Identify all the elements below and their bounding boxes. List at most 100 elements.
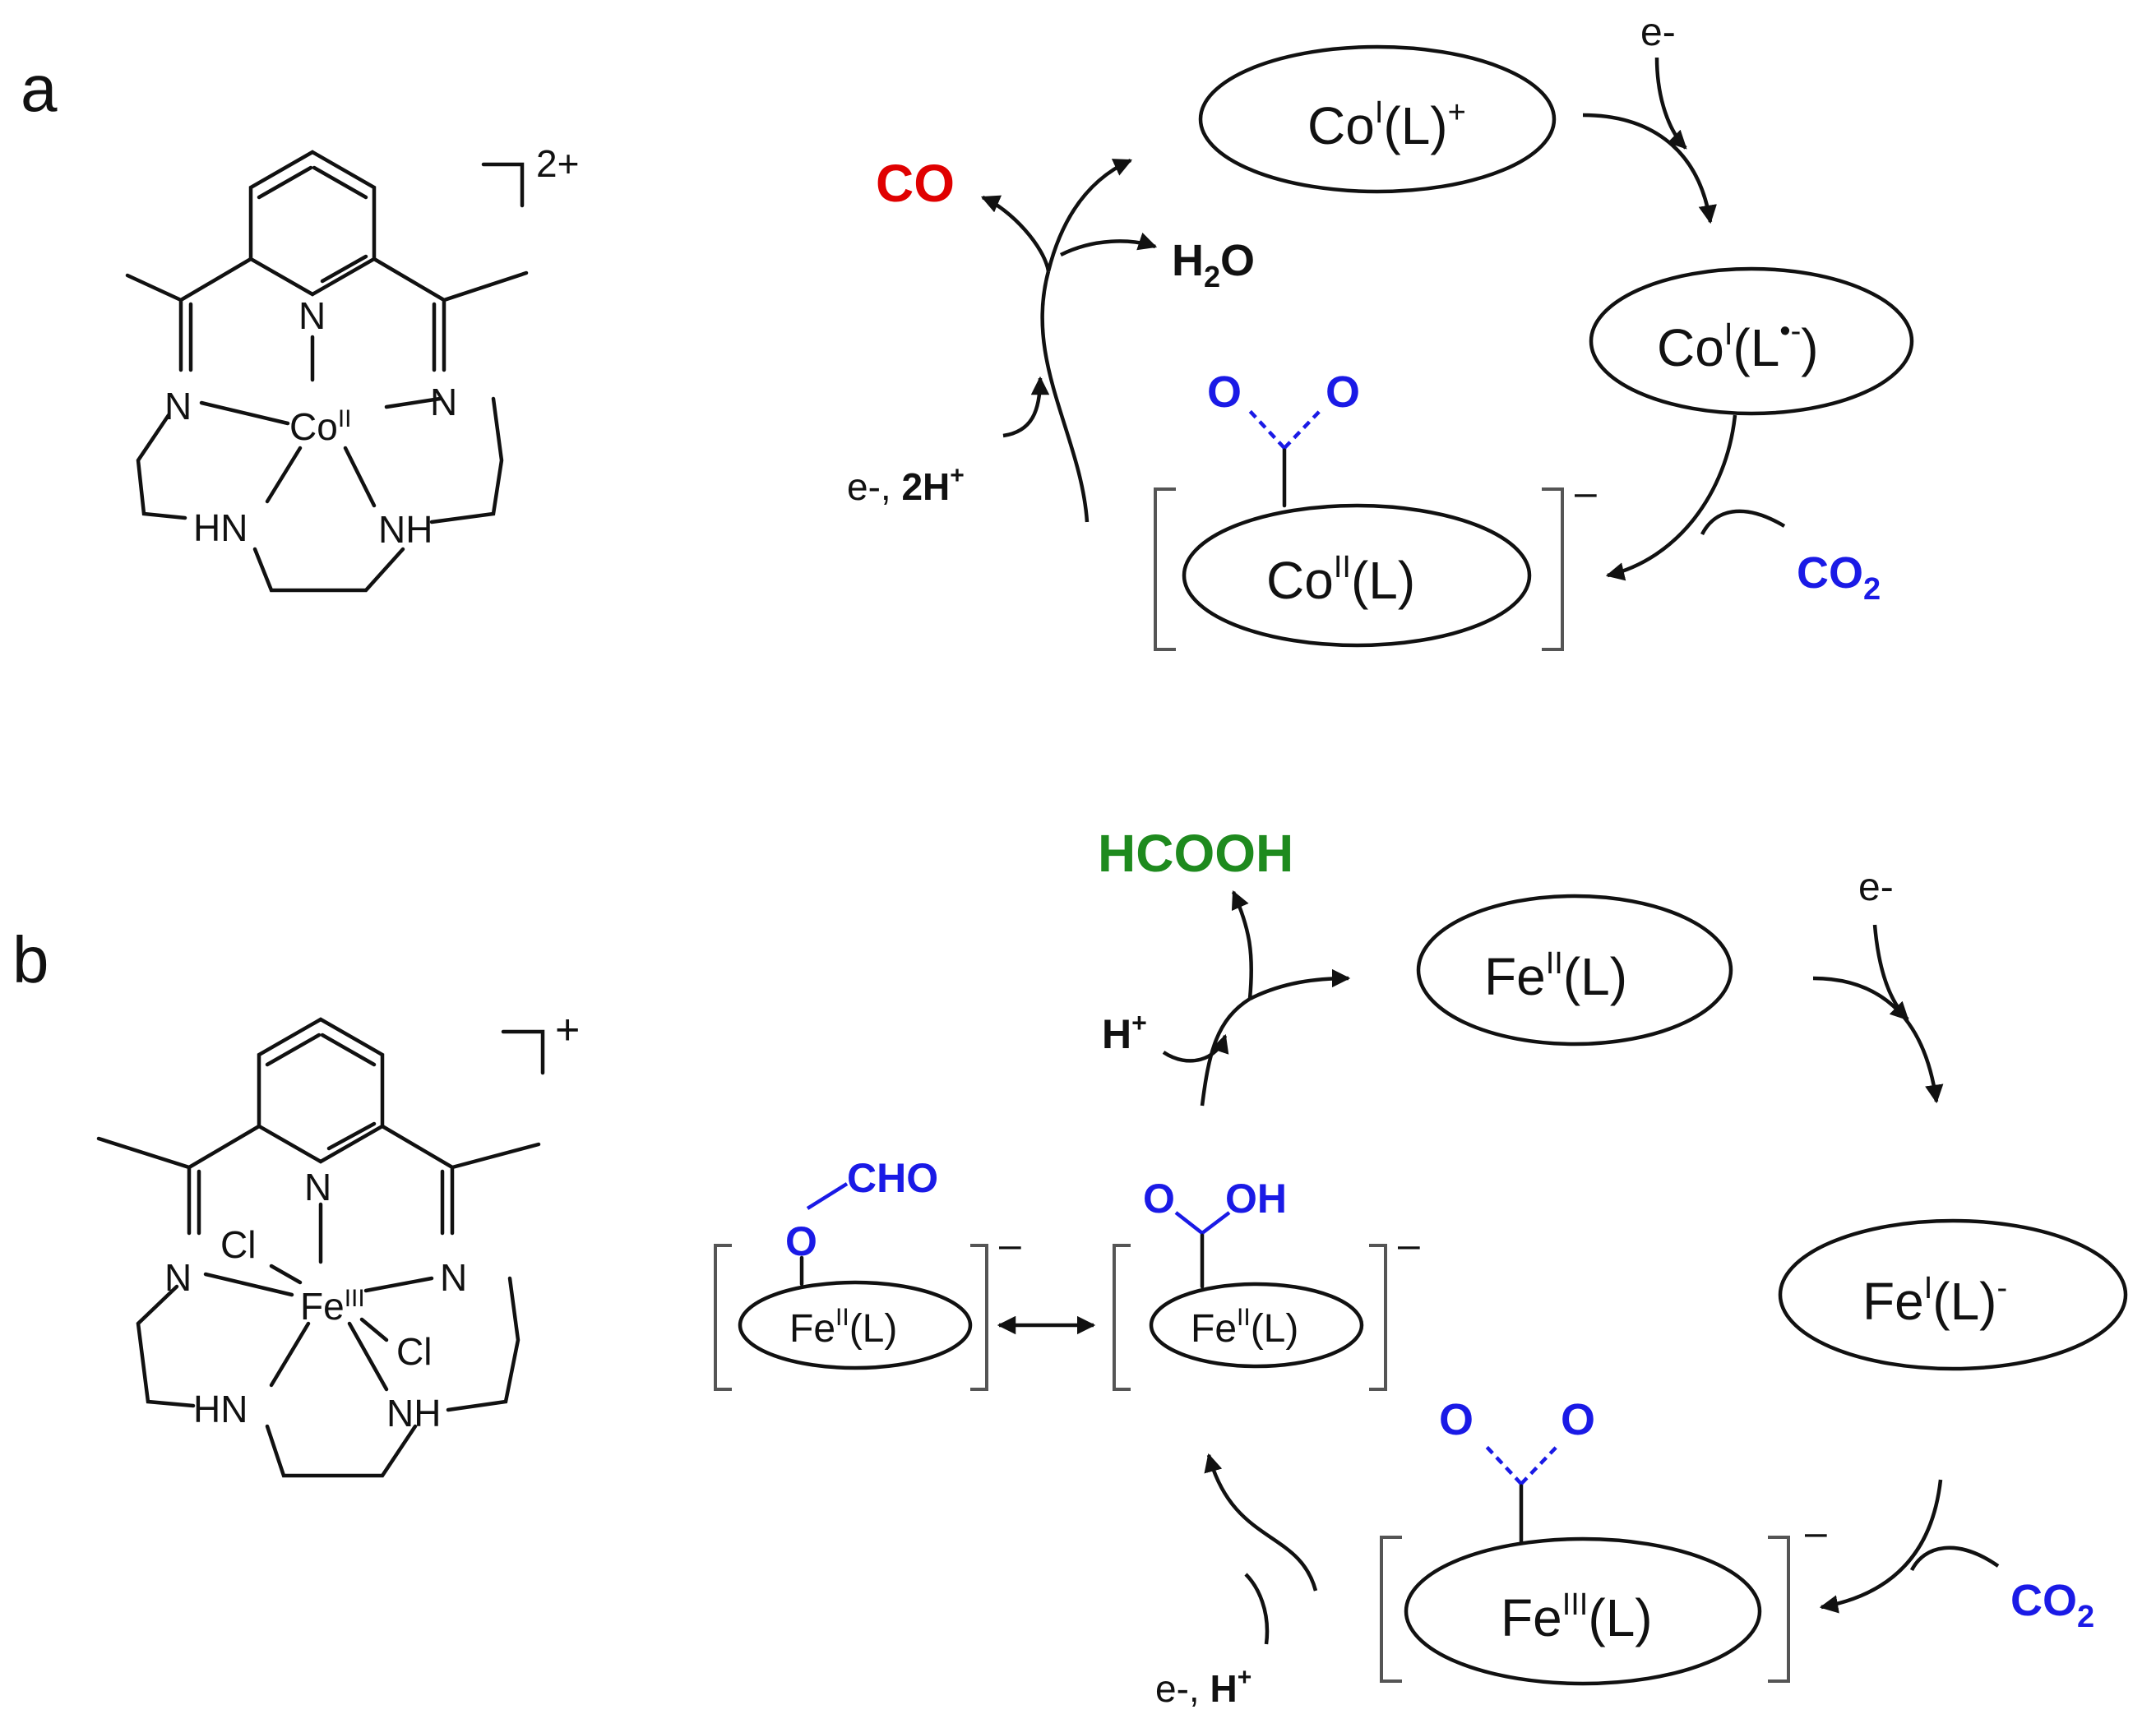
species-fe-ii-ocho: [738, 1280, 973, 1370]
species-fe-ii-cooh-label: FeII(L): [1191, 1304, 1298, 1351]
product-hcooh: HCOOH: [1098, 824, 1293, 883]
hydroxy-bracket-charge: –: [1398, 1223, 1420, 1267]
bracket-left: [1154, 487, 1176, 651]
atom-nh-right: NH: [378, 508, 433, 551]
product-water: H2O: [1172, 236, 1255, 293]
species-co-ii-co2-adduct: [1182, 503, 1532, 648]
product-co: CO: [876, 154, 955, 213]
panel-a-label: a: [21, 52, 58, 125]
arrow-protonation: [1200, 997, 1251, 1107]
arrow-co2-binding: [1819, 1479, 1943, 1614]
arrow-electron-top: [1812, 976, 1944, 1104]
co2-feed-arrow: [1700, 509, 1786, 536]
iron-center-label: FeIII: [300, 1285, 365, 1328]
iron-catalytic-cycle: FeII(L) FeI(L)- – FeIII(L) O O – FeII(L)…: [714, 824, 2128, 1710]
cobalt-complex-structure: N N N HN NH CoII 2+: [125, 142, 579, 593]
atom-hn-left: HN: [193, 1388, 248, 1430]
pyridine-ring-bonds: [248, 150, 377, 297]
reagents-in-arrow: [1244, 1573, 1270, 1645]
species-fe-ii-label: FeII(L): [1484, 946, 1627, 1006]
bracket-right-formate: [970, 1244, 988, 1391]
atom-n-imine-left: N: [164, 1256, 192, 1299]
bracket-right-hydroxy: [1369, 1244, 1387, 1391]
arrow-reduction-protonation: [1040, 270, 1090, 523]
adduct-o-right: O: [1561, 1395, 1595, 1444]
species-fe-ii: [1416, 894, 1733, 1047]
co2-feed-arrow: [1909, 1545, 2000, 1572]
species-fe-ii-ocho-label: FeII(L): [789, 1304, 897, 1351]
imine-and-backbone-bonds: [96, 1124, 541, 1236]
species-fe-i: [1778, 1218, 2128, 1371]
cooh-co-bond: [1174, 1211, 1231, 1235]
bracket-charge: –: [1805, 1511, 1827, 1555]
bracket-right: [1768, 1536, 1790, 1683]
reagents-bottom: e-, H+: [1155, 1664, 1251, 1710]
cobalt-catalytic-cycle: CoI(L)+ CoI(L•-) – CoII(L) O O e- CO2 e-: [847, 11, 1914, 651]
arrow-release-hcooh: [1231, 889, 1254, 1000]
pyridine-inner-double-bonds: [265, 1033, 377, 1151]
atom-n-imine-left: N: [164, 385, 192, 427]
species-co-ii-label: CoII(L): [1266, 550, 1415, 610]
macrocycle-bonds: [136, 1276, 520, 1478]
atom-n-pyridine: N: [298, 294, 326, 337]
adduct-o-left: O: [1207, 367, 1242, 417]
bracket-left: [1380, 1536, 1402, 1683]
co2-label-a: CO2: [1797, 548, 1881, 607]
bracket-right: [1542, 487, 1564, 651]
bracket-charge: –: [1575, 471, 1597, 515]
macrocycle-bonds: [136, 396, 504, 593]
bound-co2: O O: [1207, 367, 1360, 508]
charge-bracket: [481, 162, 525, 208]
species-co-i-radical: [1589, 266, 1914, 416]
formate-bracket-charge: –: [999, 1223, 1021, 1267]
species-fe-ii-cooh: [1149, 1282, 1364, 1369]
bracket-left-formate: [714, 1244, 732, 1391]
arrow-co2-binding: [1605, 414, 1737, 581]
panel-a: a N N N HN NH CoII 2+ CoI(L)+ CoI(L•-) –: [21, 11, 1914, 651]
pyridine-inner-double-bonds: [257, 165, 368, 284]
species-fe-iii-label: FeIII(L): [1501, 1587, 1653, 1647]
panel-b: b N N N Cl Cl HN NH FeIII + FeII(L) FeI(…: [12, 824, 2128, 1710]
arrow-release-co: [980, 195, 1051, 272]
species-fe-iii-co2-adduct: [1404, 1536, 1762, 1686]
arrow-release-water: [1059, 232, 1158, 257]
atom-n-pyridine: N: [304, 1166, 331, 1208]
atom-n-imine-right: N: [430, 381, 457, 423]
cooh-oh: OH: [1225, 1176, 1287, 1222]
ocho-o: O: [785, 1218, 817, 1264]
proton-feed-arrow: [1162, 1033, 1229, 1063]
adduct-o-right: O: [1326, 367, 1360, 417]
species-co-i-l-plus: [1198, 44, 1557, 194]
electron-top-label: e-: [1858, 866, 1894, 909]
cobalt-coordination-bonds: [199, 335, 442, 508]
iron-complex-structure: N N N Cl Cl HN NH FeIII +: [96, 1006, 580, 1478]
ocho-o-c-bond: [806, 1182, 849, 1210]
species-fe-i-label: FeI(L)-: [1862, 1271, 2007, 1331]
atom-n-imine-right: N: [440, 1256, 467, 1299]
iron-coordination-bonds: [203, 1202, 434, 1392]
arrow-reduction-protonation: [1204, 1453, 1318, 1592]
complex-charge: +: [555, 1006, 580, 1054]
panel-b-label: b: [12, 923, 49, 996]
imine-and-backbone-bonds: [125, 256, 529, 372]
reagents-left: e-, 2H+: [847, 462, 965, 508]
bound-co2: O O: [1439, 1395, 1595, 1544]
atom-hn-left: HN: [193, 506, 248, 549]
complex-charge: 2+: [536, 142, 579, 185]
arrow-electron-top: [1582, 113, 1717, 224]
co2-label-b: CO2: [2010, 1576, 2094, 1634]
proton-label: H+: [1102, 1008, 1147, 1057]
ocho-cho: CHO: [847, 1155, 938, 1201]
bracket-left-hydroxy: [1113, 1244, 1131, 1391]
species-co-i-radical-label: CoI(L•-): [1657, 314, 1819, 377]
electron-top-label: e-: [1640, 11, 1676, 54]
species-co-i-l-plus-label: CoI(L)+: [1307, 95, 1466, 155]
arrow-return-to-start: [1046, 158, 1133, 272]
pyridine-ring-bonds: [257, 1017, 385, 1164]
atom-cl-top: Cl: [220, 1223, 256, 1266]
cobalt-center-label: CoII: [289, 405, 351, 448]
electron-feed-top: [1654, 57, 1687, 150]
arrow-return-to-fe-ii: [1248, 968, 1351, 1001]
atom-nh-right: NH: [386, 1392, 441, 1435]
